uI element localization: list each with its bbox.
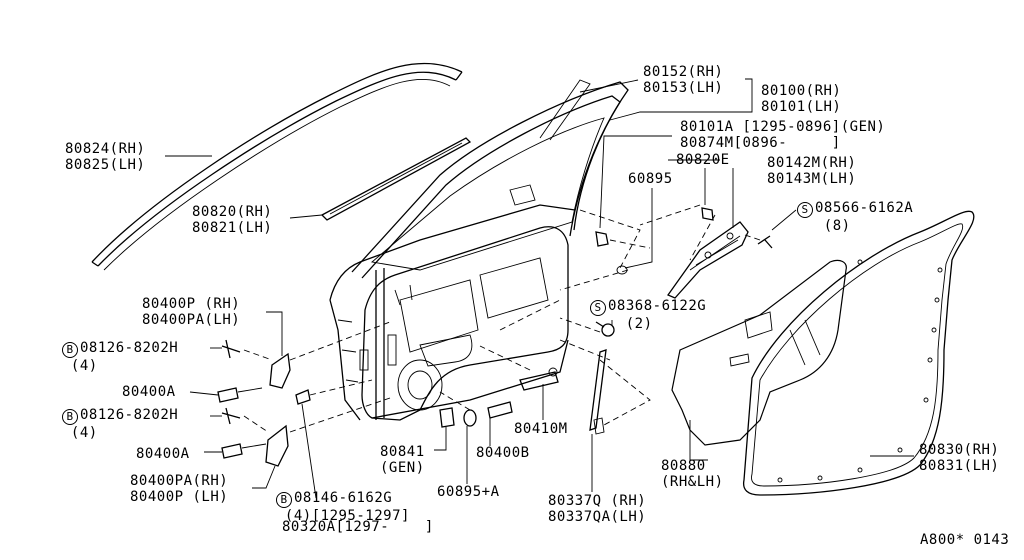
regulator-bracket-80142M: [667, 221, 749, 299]
label-08368-text: 08368-6122G (2): [608, 298, 707, 332]
label-80142M: 80142M(RH) 80143M(LH): [767, 155, 857, 187]
label-08126-upper-text: 08126-8202H (4): [70, 340, 179, 374]
label-08566-text: 08566-6162A (8): [815, 200, 914, 234]
label-80400B: 80400B: [476, 445, 530, 461]
label-80410M: 80410M: [514, 421, 568, 437]
label-80824: 80824(RH) 80825(LH): [65, 141, 146, 173]
leader-lines: [165, 78, 914, 499]
label-60895: 60895: [628, 171, 673, 187]
label-80400A-lower: 80400A: [136, 446, 190, 462]
label-08126-lower-text: 08126-8202H (4): [70, 407, 179, 441]
s-mark-icon: S: [797, 202, 813, 218]
label-80400P: 80400P (RH) 80400PA(LH): [142, 296, 241, 328]
b-mark-icon: B: [62, 342, 78, 358]
label-80320A: 80320A[1297- ]: [282, 519, 434, 535]
label-60895A: 60895+A: [437, 484, 500, 500]
assembly-lines: [243, 204, 761, 433]
label-80841: 80841 (GEN): [380, 444, 425, 476]
label-80880: 80880 (RH&LH): [661, 458, 724, 490]
door-shell: [329, 79, 629, 421]
label-80820E: 80820E: [676, 152, 730, 168]
weatherstrip-moulding-80824: [91, 62, 463, 271]
label-80820: 80820(RH) 80821(LH): [192, 204, 273, 236]
label-80830: 80830(RH) 80831(LH): [919, 442, 1000, 474]
label-80400PA: 80400PA(RH) 80400P (LH): [130, 473, 229, 505]
label-80400A-upper: 80400A: [122, 384, 176, 400]
belt-moulding-80820: [320, 137, 472, 221]
b-mark-icon: B: [62, 409, 78, 425]
door-weatherstrip-80830: [742, 210, 975, 496]
b-mark-icon: B: [276, 492, 292, 508]
fasteners: [217, 207, 773, 467]
label-80337Q: 80337Q (RH) 80337QA(LH): [548, 493, 647, 525]
door-trim-80880: [671, 259, 847, 446]
diagram-code: A800* 0143: [920, 532, 1010, 548]
label-08146-text: 08146-6162G (4)[1295-1297]: [284, 490, 410, 524]
label-80101A: 80101A [1295-0896](GEN) 80874M[0896- ]: [680, 119, 886, 151]
label-80152: 80152(RH) 80153(LH): [643, 64, 724, 96]
label-80100: 80100(RH) 80101(LH): [761, 83, 842, 115]
s-mark-icon: S: [590, 300, 606, 316]
